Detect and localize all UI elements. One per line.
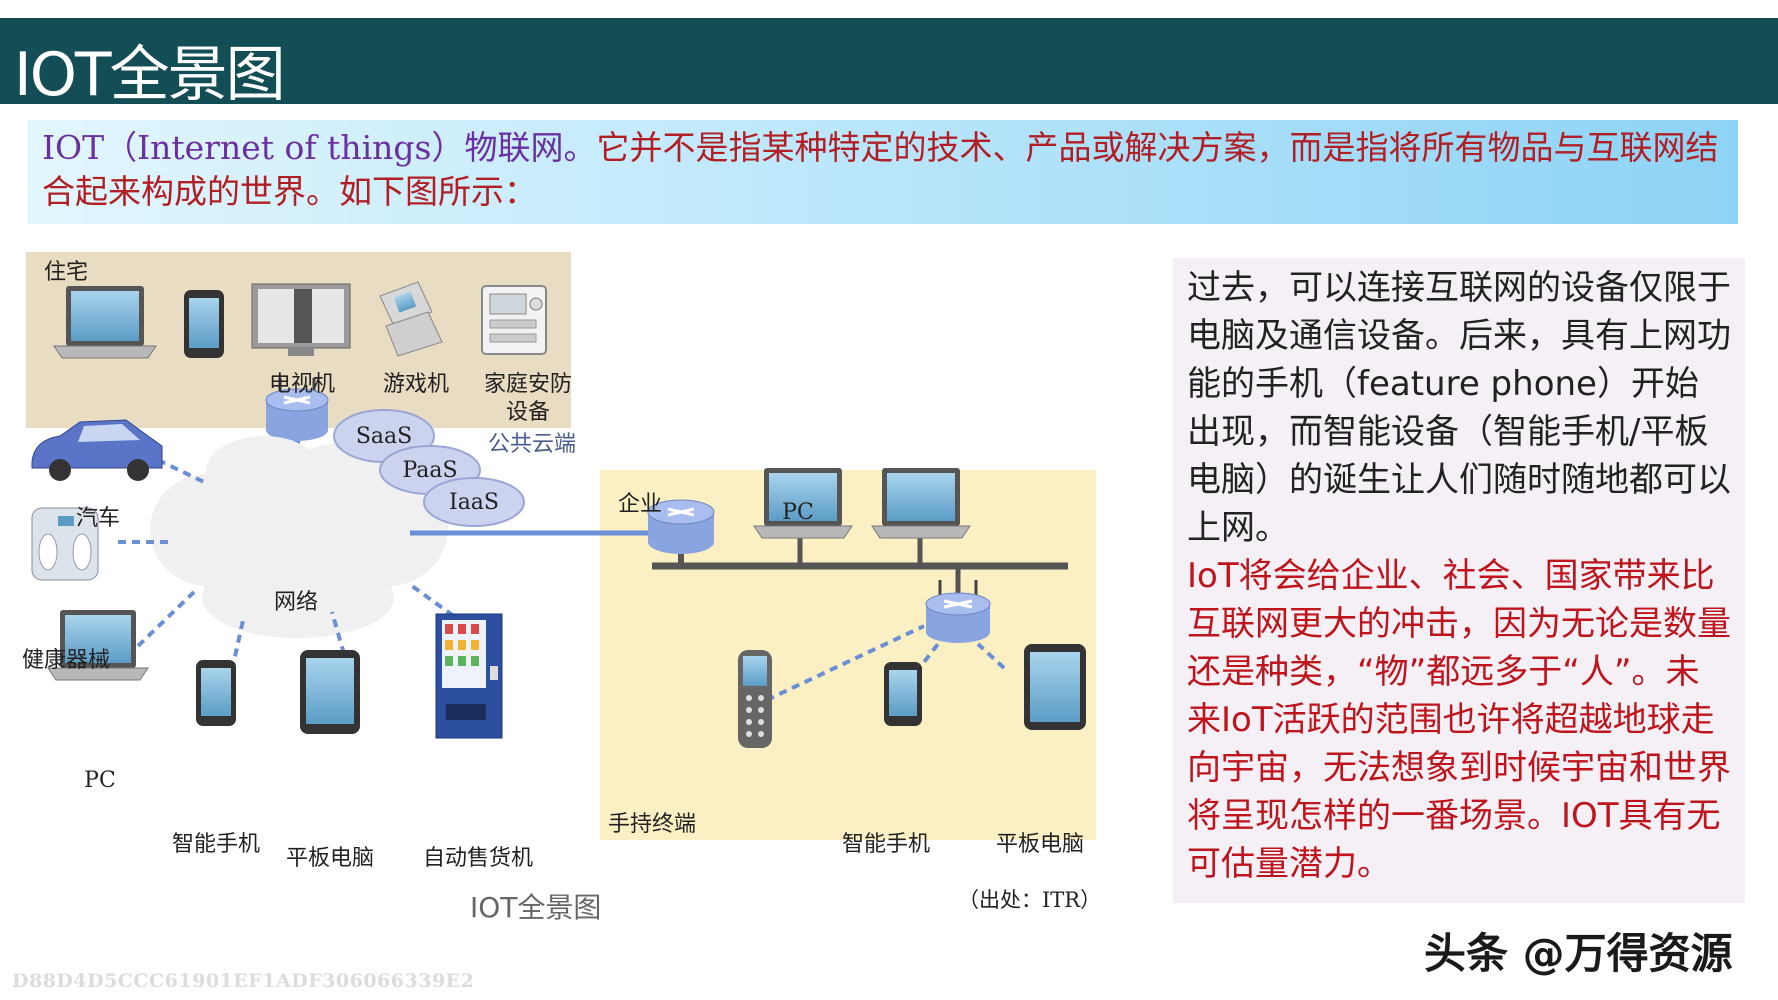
left-tablet-icon bbox=[300, 650, 360, 734]
enterprise-pc2-icon bbox=[872, 468, 970, 538]
game-console-label: 游戏机 bbox=[383, 366, 449, 398]
tv-label: 电视机 bbox=[269, 366, 335, 398]
iaas-label: IaaS bbox=[449, 490, 499, 515]
watermark: 头条 @万得资源 bbox=[1424, 920, 1733, 981]
fitness-label: 健康器械 bbox=[22, 642, 110, 674]
car-label: 汽车 bbox=[76, 500, 120, 532]
left-tablet-label: 平板电脑 bbox=[286, 840, 374, 872]
explanation-panel: 过去，可以连接互联网的设备仅限于电脑及通信设备。后来，具有上网功能的手机（fea… bbox=[1173, 258, 1745, 903]
left-phone-icon bbox=[196, 660, 236, 726]
tv-icon bbox=[252, 284, 350, 356]
page-title: IOT全景图 bbox=[14, 26, 284, 113]
hash-code: D88D4D5CCC61901EF1ADF306066339E2 bbox=[12, 970, 474, 992]
diagram-caption: IOT全景图 bbox=[470, 886, 601, 926]
iot-diagram-graphics bbox=[18, 246, 1100, 920]
explanation-paragraph-1: 过去，可以连接互联网的设备仅限于电脑及通信设备。后来，具有上网功能的手机（fea… bbox=[1187, 264, 1731, 552]
vending-machine-icon bbox=[436, 614, 502, 738]
car-icon bbox=[32, 420, 162, 481]
home-title: 住宅 bbox=[44, 254, 88, 286]
left-phone-label: 智能手机 bbox=[172, 826, 260, 858]
right-phone-icon bbox=[884, 662, 922, 726]
home-security-label-2: 设备 bbox=[506, 394, 550, 426]
left-pc-label: PC bbox=[84, 768, 116, 793]
home-security-icon bbox=[482, 286, 546, 354]
iot-diagram: 住宅 电视机 游戏机 家庭安防 设备 汽车 健康器械 PC 智能手机 平板电脑 … bbox=[18, 246, 1100, 920]
paas-label: PaaS bbox=[402, 458, 457, 483]
home-laptop-icon bbox=[54, 286, 156, 358]
home-phone-icon bbox=[184, 290, 224, 358]
diagram-source: （出处：ITR） bbox=[958, 884, 1101, 914]
intro-lead: IOT（Internet of things）物联网。 bbox=[42, 128, 596, 167]
enterprise-pc-label: PC bbox=[782, 500, 814, 525]
network-label: 网络 bbox=[274, 584, 318, 616]
right-tablet-icon bbox=[1024, 644, 1086, 730]
public-cloud-label: 公共云端 bbox=[488, 426, 576, 458]
right-tablet-label: 平板电脑 bbox=[996, 826, 1084, 858]
vending-machine-label: 自动售货机 bbox=[423, 840, 533, 872]
intro-banner: IOT（Internet of things）物联网。它并不是指某种特定的技术、… bbox=[28, 120, 1738, 224]
handheld-terminal-icon bbox=[738, 650, 772, 748]
enterprise-title: 企业 bbox=[618, 486, 662, 518]
saas-label: SaaS bbox=[356, 424, 412, 449]
title-bar: IOT全景图 bbox=[0, 18, 1778, 104]
explanation-paragraph-2: IoT将会给企业、社会、国家带来比互联网更大的冲击，因为无论是数量还是种类，“物… bbox=[1187, 552, 1731, 888]
handheld-label: 手持终端 bbox=[608, 806, 696, 838]
right-phone-label: 智能手机 bbox=[842, 826, 930, 858]
